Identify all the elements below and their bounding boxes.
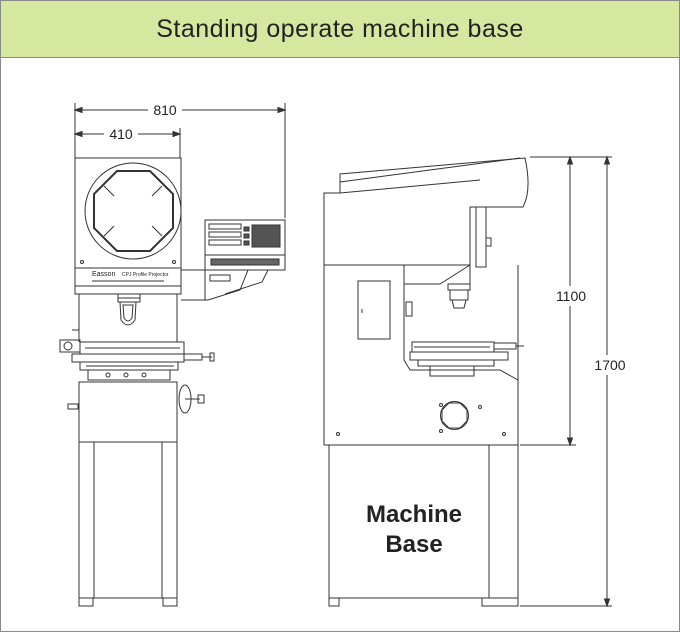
base-label-line1: Machine xyxy=(366,501,462,528)
dimension-810-label: 810 xyxy=(153,102,177,118)
front-view: 810 410 Easson CPJ Profile Pr xyxy=(59,100,287,607)
model-text: CPJ Profile Projector xyxy=(122,272,169,278)
side-worktable xyxy=(409,341,524,377)
base-label-line2: Base xyxy=(385,531,442,558)
front-handwheel xyxy=(67,384,205,414)
projector-head xyxy=(74,157,182,269)
digital-readout xyxy=(204,219,286,301)
side-view: Machine Base 1100 1700 xyxy=(323,155,632,608)
dimension-1700: 1700 xyxy=(520,155,632,608)
front-worktable xyxy=(59,339,215,381)
page-title: Standing operate machine base xyxy=(156,15,524,43)
dimension-410-label: 410 xyxy=(109,126,133,142)
dimension-1100: 1100 xyxy=(520,155,592,447)
objective-lens xyxy=(117,293,141,326)
readout-bracket xyxy=(181,269,206,301)
front-base xyxy=(78,381,178,607)
side-main-body xyxy=(323,265,519,446)
side-lens xyxy=(403,264,471,317)
dimension-410: 410 xyxy=(73,125,182,158)
side-machine-base: Machine Base xyxy=(328,444,519,607)
dimension-810: 810 xyxy=(73,100,287,218)
title-banner: Standing operate machine base xyxy=(1,1,679,58)
front-column xyxy=(72,294,178,342)
brand-text: Easson xyxy=(92,271,115,278)
brand-band: Easson CPJ Profile Projector xyxy=(74,267,182,295)
side-upper-housing xyxy=(323,157,529,268)
dimension-1700-label: 1700 xyxy=(594,357,625,373)
dimension-1100-label: 1100 xyxy=(556,288,586,304)
side-octagon-port xyxy=(439,401,482,433)
